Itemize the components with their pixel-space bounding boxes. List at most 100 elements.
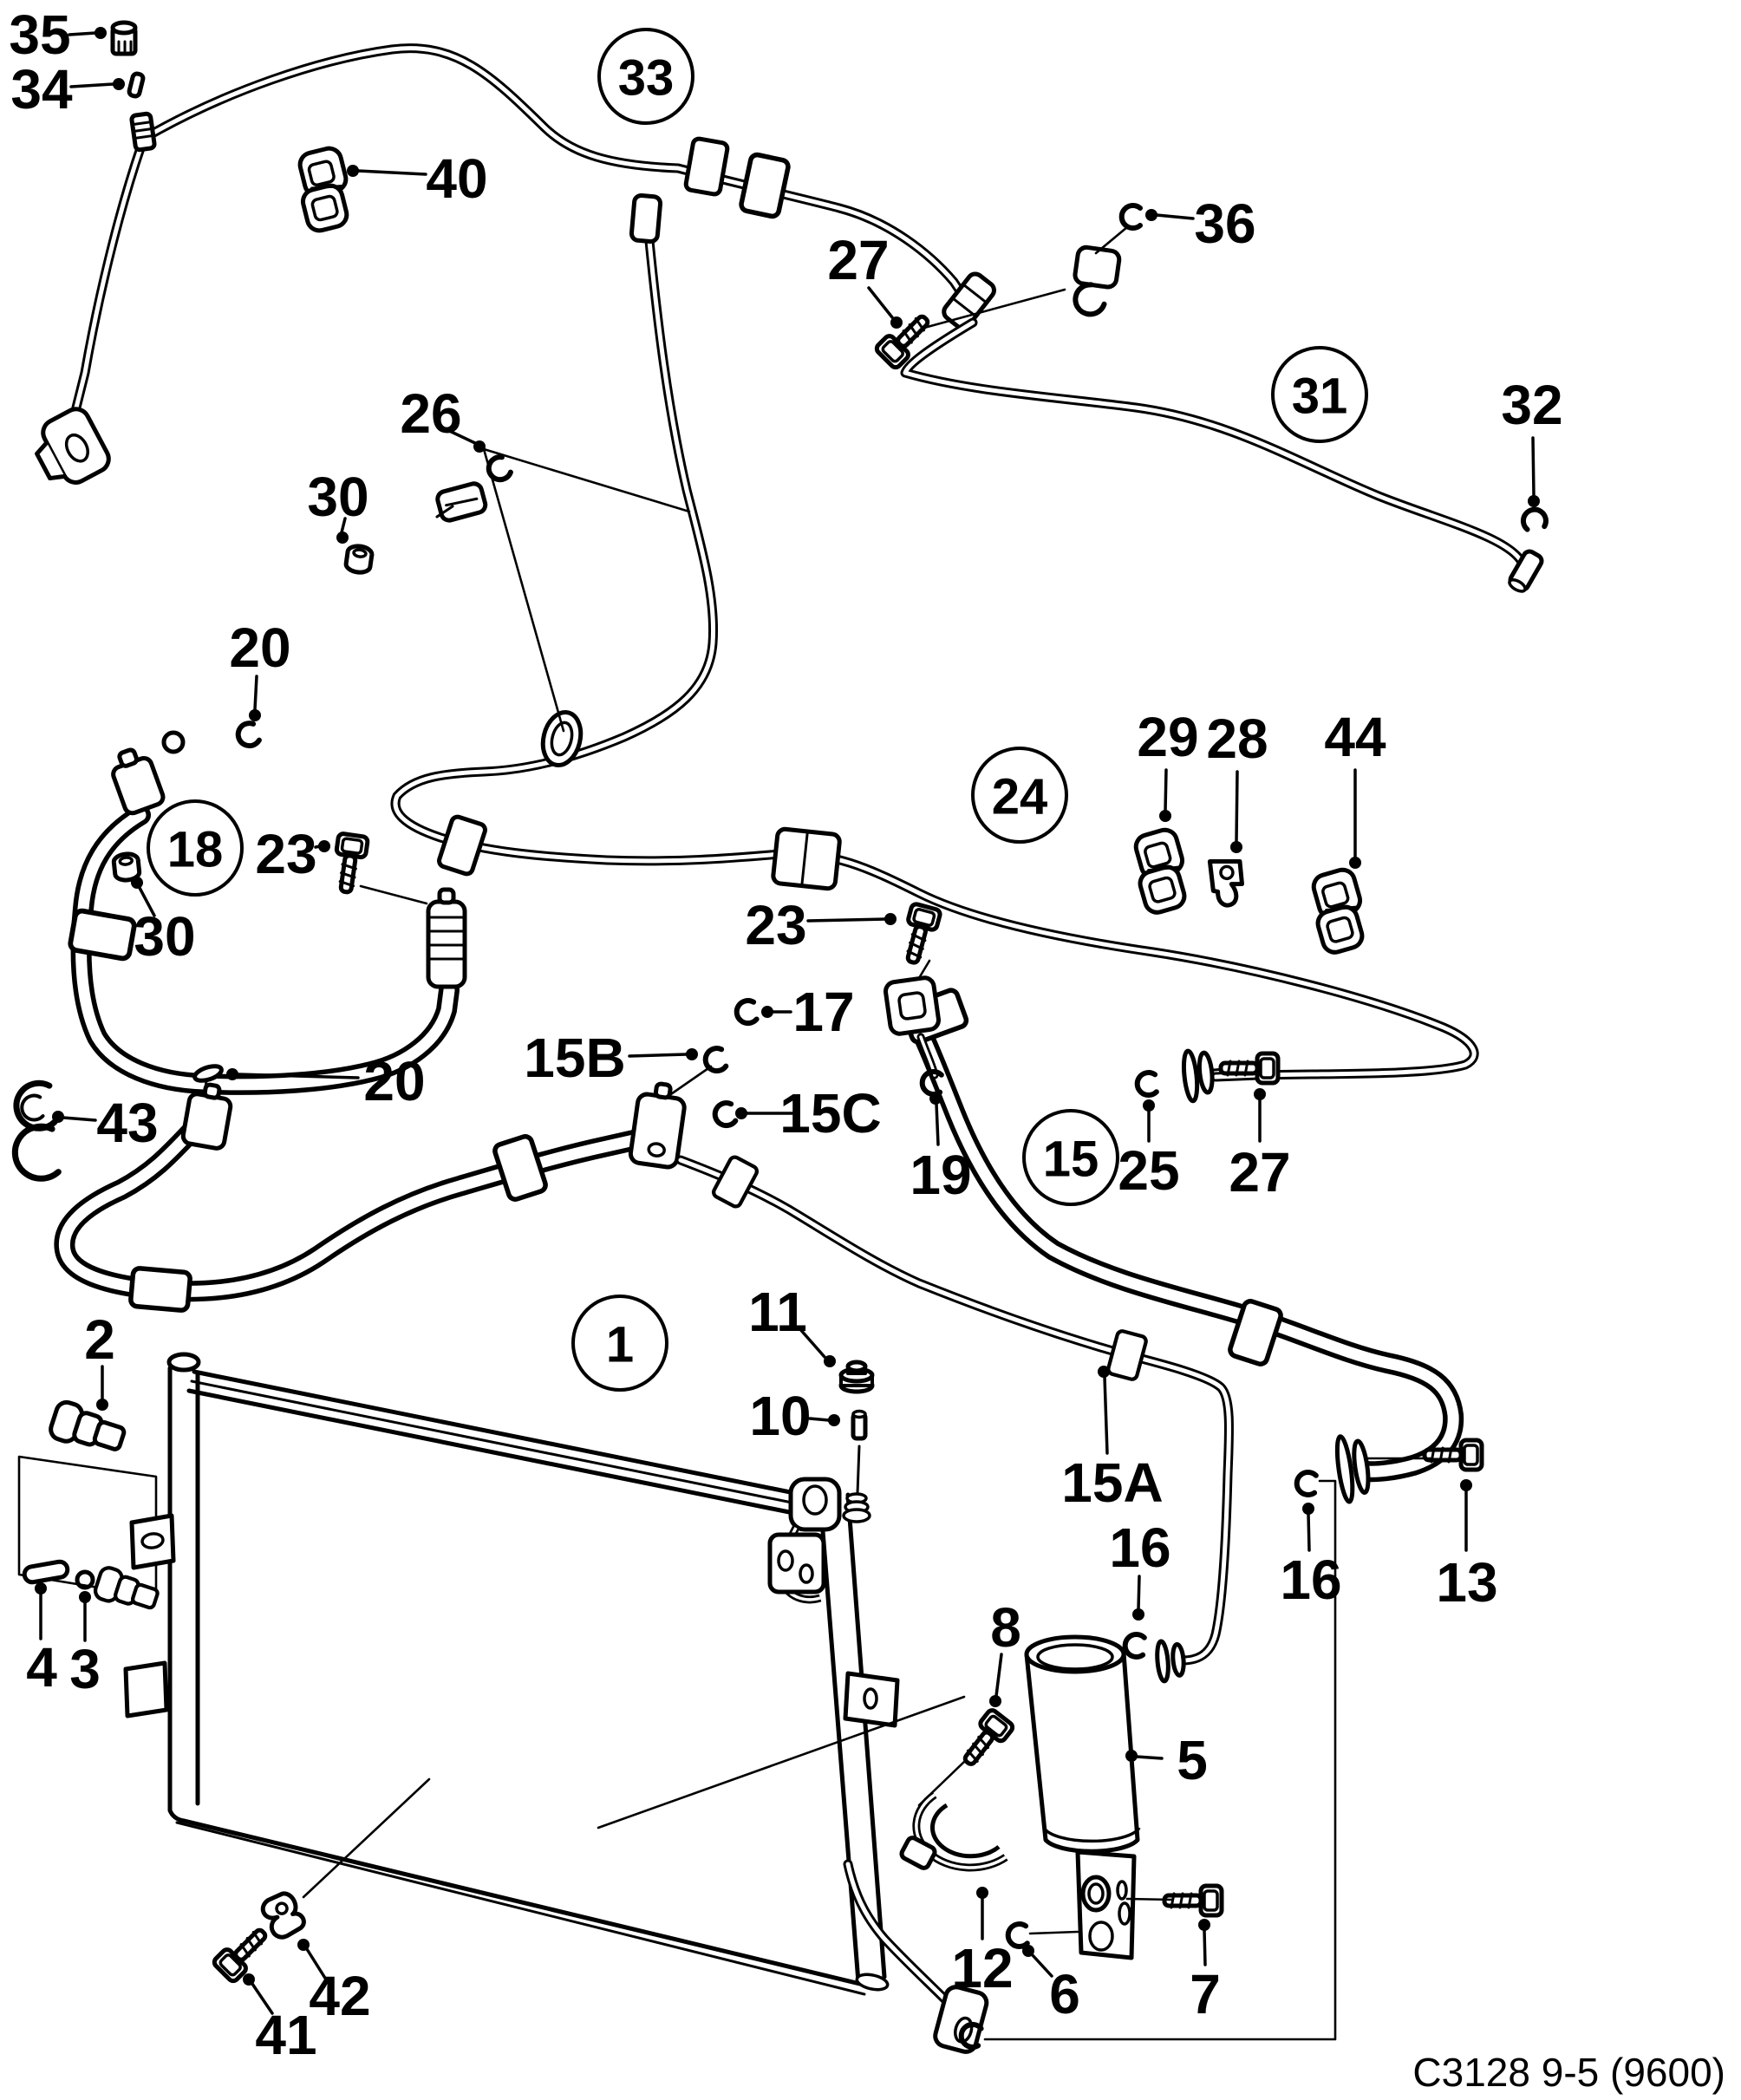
oring-15c: [713, 1101, 736, 1128]
pipe-33: [35, 43, 996, 485]
hose-15-block-b: [628, 1081, 687, 1170]
pipe-15a-end-grommet: [1155, 1639, 1186, 1684]
callout-leader-7: [1203, 1928, 1207, 1966]
callout-label-27: 27: [1229, 1141, 1290, 1203]
callout-label-32: 32: [1501, 374, 1562, 436]
callout-leader-23: [806, 917, 887, 923]
callout-dot-29: [1159, 810, 1171, 822]
charge-valve: [842, 1445, 871, 1523]
pipe-33-left-end-fitting: [35, 407, 111, 485]
callout-leader-36: [1155, 213, 1195, 220]
callout-leader-16: [1307, 1512, 1311, 1552]
callout-dot-40: [347, 165, 359, 177]
receiver-block: [1075, 1849, 1137, 1960]
callout-label-12: 12: [951, 1937, 1013, 1999]
pipe-24-top-fitting: [629, 192, 663, 245]
pipe-31: [900, 245, 1544, 593]
clip-43: [11, 1079, 62, 1182]
condenser-right-tab: [843, 1671, 900, 1728]
callout-label-20: 20: [363, 1050, 425, 1112]
callout-label-25: 25: [1118, 1139, 1179, 1202]
cap-11: [838, 1360, 875, 1394]
bolt-23b: [897, 903, 941, 967]
callout-label-30: 30: [134, 905, 195, 968]
assembly-label-33: 33: [618, 50, 675, 107]
callout-label-15B: 15B: [524, 1027, 625, 1089]
oring-16a: [1125, 1634, 1144, 1658]
outlet-pipe-bottom: [482, 447, 1337, 2054]
callout-label-28: 28: [1206, 708, 1268, 770]
bolt-23a: [331, 833, 368, 894]
callout-dot-26: [473, 440, 486, 453]
callout-leader-11: [798, 1327, 826, 1359]
callout-label-15A: 15A: [1061, 1451, 1163, 1514]
callout-label-23: 23: [745, 894, 806, 956]
callout-leader-26: [442, 427, 477, 445]
callout-label-34: 34: [10, 58, 73, 121]
assembly-label-15: 15: [1043, 1132, 1099, 1188]
pipe-24-mid-crimp: [771, 826, 842, 891]
callout-leader-43: [62, 1116, 97, 1122]
pipe-15a: [675, 1156, 1235, 1684]
callout-label-30: 30: [307, 466, 368, 528]
assembly-label-18: 18: [167, 822, 224, 878]
callout-label-17: 17: [792, 981, 854, 1043]
callout-dot-4: [35, 1582, 47, 1595]
assembly-label-24: 24: [992, 769, 1048, 825]
callout-label-5: 5: [1177, 1729, 1208, 1791]
hose-15-clamp-bracket: [884, 975, 941, 1036]
callout-dot-7: [1198, 1919, 1210, 1931]
callout-dot-42: [297, 1939, 310, 1951]
callout-label-43: 43: [96, 1092, 158, 1154]
clip-29: [1127, 827, 1195, 916]
callout-dot-20: [226, 1068, 238, 1080]
assembly-circle-33: [597, 28, 694, 125]
callout-dot-15B: [686, 1048, 698, 1060]
callout-label-4: 4: [26, 1636, 57, 1699]
callout-leader-6: [1030, 1953, 1053, 1978]
oring-32: [1522, 508, 1547, 530]
assembly-circle-31: [1271, 346, 1368, 443]
pipe-31-hook-bracket: [1073, 245, 1122, 317]
callout-label-35: 35: [9, 3, 70, 66]
pipe-33-right-end-fitting: [942, 271, 996, 330]
callout-leader-32: [1531, 436, 1536, 498]
clip-40: [291, 146, 356, 233]
callout-dot-25: [1143, 1099, 1155, 1112]
assembly-circle-18: [147, 799, 244, 897]
callout-dot-6: [1022, 1945, 1034, 1957]
pin-4: [22, 1559, 70, 1585]
callout-label-10: 10: [749, 1385, 811, 1447]
callout-label-3: 3: [69, 1638, 101, 1700]
hose-15-upper: [884, 975, 1464, 1504]
callout-leader-8: [994, 1653, 1003, 1698]
clip-28: [1207, 859, 1244, 908]
pin-10: [851, 1409, 868, 1441]
callout-dot-2: [96, 1399, 108, 1411]
port-3-fitting: [93, 1566, 160, 1610]
condenser: [17, 1352, 966, 1996]
oring-25: [1137, 1072, 1157, 1096]
callout-dot-3: [79, 1591, 91, 1603]
callout-dot-34: [113, 78, 125, 90]
callout-label-44: 44: [1324, 706, 1386, 768]
callout-label-6: 6: [1049, 1963, 1080, 2025]
callout-label-36: 36: [1194, 192, 1255, 255]
nut-30a: [345, 545, 373, 574]
seal-20-part: [192, 1064, 224, 1083]
hose-15-loop: [54, 1064, 713, 1310]
callout-dot-15A: [1098, 1366, 1110, 1378]
condenser-corner-elbow: [767, 1477, 842, 1604]
pipe-24-grommet-clip: [540, 709, 584, 768]
callout-label-15C: 15C: [779, 1082, 881, 1145]
callout-leader-35: [68, 31, 97, 36]
band-clamp-12: [899, 1791, 1008, 1872]
bolt-41: [212, 1921, 274, 1983]
assembly-circle-15: [1022, 1109, 1119, 1206]
callout-dot-15C: [735, 1107, 747, 1119]
callout-label-40: 40: [426, 147, 487, 210]
assembly-circle-24: [971, 747, 1068, 844]
oring-20a: [235, 721, 260, 749]
